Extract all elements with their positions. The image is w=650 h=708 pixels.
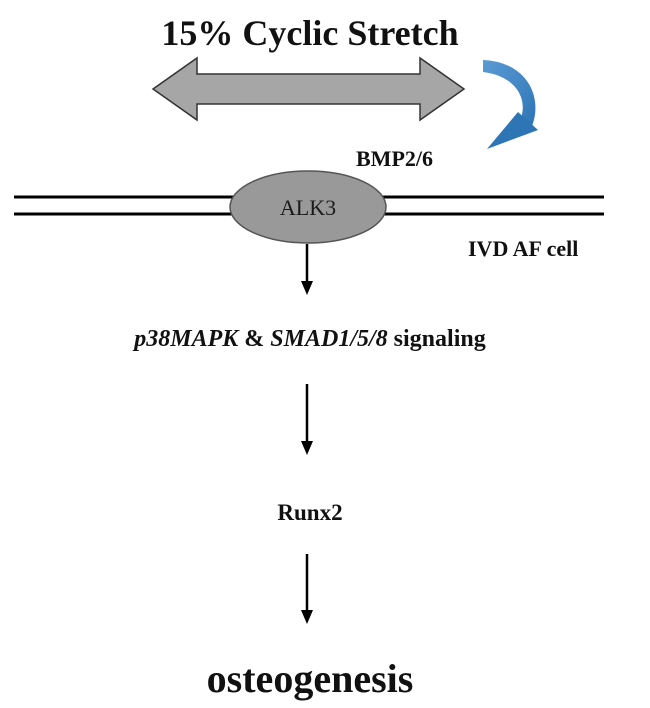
runx2-label: Runx2	[277, 500, 343, 525]
smad-text: SMAD1/5/8	[270, 326, 388, 352]
arrow-runx2-to-osteogenesis	[301, 554, 313, 624]
ligand-label: BMP2/6	[356, 146, 433, 171]
outcome-label: osteogenesis	[206, 656, 414, 701]
stretch-double-arrow	[151, 56, 466, 122]
receptor-label: ALK3	[280, 195, 336, 220]
signaling-label: p38MAPK & SMAD1/5/8 signaling	[0, 326, 620, 353]
alk3-receptor	[229, 170, 387, 244]
ampersand-text: &	[238, 326, 271, 352]
arrow-receptor-to-signaling	[301, 244, 313, 295]
signaling-suffix: signaling	[387, 326, 486, 352]
arrow-signaling-to-runx2	[301, 384, 313, 455]
stretch-title: 15% Cyclic Stretch	[161, 13, 459, 53]
cell-type-label: IVD AF cell	[468, 236, 579, 261]
p38-text: p38MAPK	[134, 326, 239, 352]
curved-stimulus-arrow	[483, 60, 538, 149]
